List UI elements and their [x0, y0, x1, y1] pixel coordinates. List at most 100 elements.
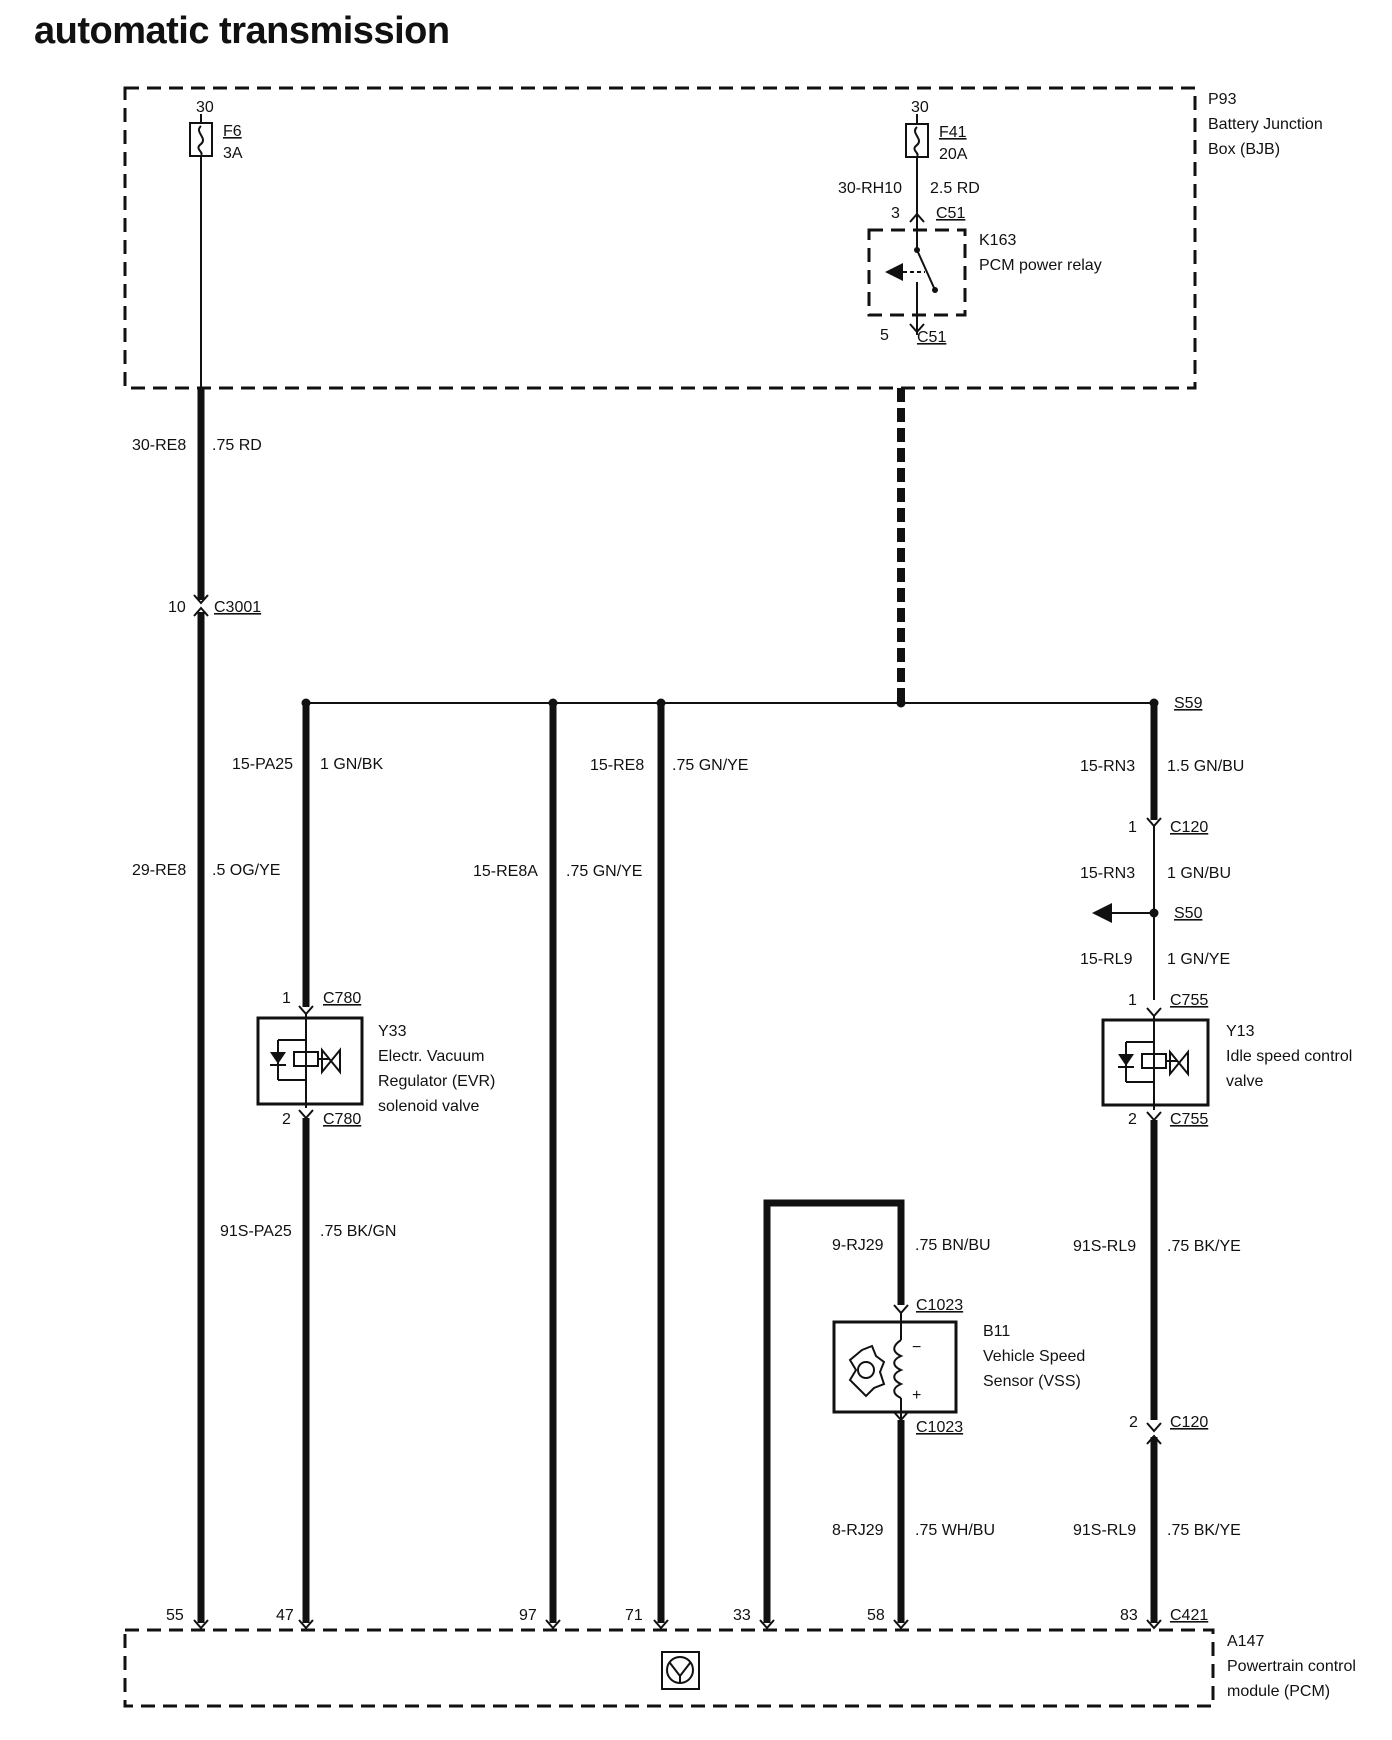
wire-15rn3-a-spec: 1.5 GN/BU — [1167, 758, 1244, 775]
bjb-id: P93 — [1208, 91, 1237, 108]
splice-s59: S59 — [1174, 695, 1203, 712]
pcm-pin: 71 — [625, 1607, 643, 1624]
relay-pin-out: 5 — [880, 327, 889, 344]
bjb-name-line2: Box (BJB) — [1208, 141, 1280, 158]
fuse-f41-rating: 20A — [939, 146, 968, 163]
pcm-pin: 58 — [867, 1607, 885, 1624]
pcm-pin-arrows — [193, 1619, 1162, 1630]
fuse-f41-terminal: 30 — [911, 99, 929, 116]
evr-pin-bottom-arrow-icon — [298, 1109, 314, 1120]
evr-line2: Regulator (EVR) — [378, 1073, 495, 1090]
vss-sensor-icon — [848, 1313, 904, 1420]
wire-91srl9-a-code: 91S-RL9 — [1073, 1238, 1136, 1255]
wire-30re8-code: 30-RE8 — [132, 437, 186, 454]
vss-neg: − — [912, 1339, 921, 1356]
s50-arrow-icon — [1092, 903, 1112, 923]
relay-id: K163 — [979, 232, 1016, 249]
iscv-solenoid-icon — [1118, 1016, 1189, 1110]
evr-pin-top: 1 — [282, 990, 291, 1007]
vss-line2: Sensor (VSS) — [983, 1373, 1081, 1390]
wire-15rn3-a-code: 15-RN3 — [1080, 758, 1135, 775]
wire-15pa25-spec: 1 GN/BK — [320, 756, 383, 773]
evr-box — [256, 1016, 364, 1106]
wire-15rl9-spec: 1 GN/YE — [1167, 951, 1230, 968]
iscv-box — [1101, 1018, 1210, 1107]
evr-line3: solenoid valve — [378, 1098, 480, 1115]
wire-30rh10-code: 30-RH10 — [838, 180, 902, 197]
wire-15re8a-code: 15-RE8A — [473, 863, 538, 880]
wire-9rj29-spec: .75 BN/BU — [915, 1237, 991, 1254]
vss-pin-top-arrow-icon — [893, 1304, 909, 1315]
pcm-pin: 33 — [733, 1607, 751, 1624]
splice-dot — [896, 698, 906, 708]
wire-15re8-code: 15-RE8 — [590, 757, 644, 774]
c3001-pin: 10 — [168, 599, 186, 616]
relay-pin-in: 3 — [891, 205, 900, 222]
wire-8rj29-spec: .75 WH/BU — [915, 1522, 995, 1539]
c120-1-connector: C120 — [1170, 819, 1208, 836]
wire-15rl9-code: 15-RL9 — [1080, 951, 1133, 968]
wire-9rj29 — [763, 1199, 905, 1623]
page-title: automatic transmission — [34, 10, 450, 52]
fuse-f6-id: F6 — [223, 123, 242, 140]
evr-connector-bottom: C780 — [323, 1111, 361, 1128]
fuse-f6-icon — [197, 114, 204, 165]
evr-pin-bottom: 2 — [282, 1111, 291, 1128]
iscv-pin-bottom-arrow-icon — [1146, 1111, 1162, 1122]
pcm-box — [123, 1628, 1215, 1708]
c3001-arrow-icon — [193, 594, 209, 605]
wire-15pa25-code: 15-PA25 — [232, 756, 293, 773]
wire-91srl9-b-code: 91S-RL9 — [1073, 1522, 1136, 1539]
evr-solenoid-icon — [270, 1014, 341, 1108]
c3001-connector: C3001 — [214, 599, 261, 616]
fuse-f6-terminal: 30 — [196, 99, 214, 116]
pcm-module-icon — [661, 1651, 700, 1690]
iscv-line1: Idle speed control — [1226, 1048, 1352, 1065]
splice-s50: S50 — [1174, 905, 1203, 922]
pcm-connector: C421 — [1170, 1607, 1208, 1624]
vss-id: B11 — [983, 1323, 1010, 1340]
evr-connector-top: C780 — [323, 990, 361, 1007]
c120-2-arrow-icon-2 — [1146, 1434, 1162, 1445]
vss-connector-bottom: C1023 — [916, 1419, 963, 1436]
wire-91spa25-code: 91S-PA25 — [220, 1223, 292, 1240]
wire-91srl9-a-spec: .75 BK/YE — [1167, 1238, 1241, 1255]
pcm-id: A147 — [1227, 1633, 1264, 1650]
fuse-f41-id: F41 — [939, 124, 967, 141]
iscv-pin-top: 1 — [1128, 992, 1137, 1009]
c120-1-pin: 1 — [1128, 819, 1137, 836]
vss-connector-top: C1023 — [916, 1297, 963, 1314]
pcm-line2: module (PCM) — [1227, 1683, 1330, 1700]
wire-91srl9-b-spec: .75 BK/YE — [1167, 1522, 1241, 1539]
iscv-pin-top-arrow-icon — [1146, 1007, 1162, 1018]
fuse-f41-icon — [913, 114, 920, 172]
fuse-f6-rating: 3A — [223, 145, 243, 162]
vss-pos: + — [912, 1387, 921, 1404]
iscv-pin-bottom: 2 — [1128, 1111, 1137, 1128]
wire-15re8-spec: .75 GN/YE — [672, 757, 748, 774]
evr-pin-top-arrow-icon — [298, 1005, 314, 1016]
wire-15rn3-b-spec: 1 GN/BU — [1167, 865, 1231, 882]
iscv-line2: valve — [1226, 1073, 1263, 1090]
iscv-connector-top: C755 — [1170, 992, 1208, 1009]
wire-30rh10-spec: 2.5 RD — [930, 180, 980, 197]
wire-30re8-spec: .75 RD — [212, 437, 262, 454]
wire-9rj29-code: 9-RJ29 — [832, 1237, 884, 1254]
relay-pin-in-arrow-icon — [909, 212, 925, 223]
evr-line1: Electr. Vacuum — [378, 1048, 484, 1065]
wire-8rj29-code: 8-RJ29 — [832, 1522, 884, 1539]
c120-2-connector: C120 — [1170, 1414, 1208, 1431]
relay-spacer — [901, 335, 917, 388]
wire-29re8-spec: .5 OG/YE — [212, 862, 280, 879]
bjb-name-line1: Battery Junction — [1208, 116, 1323, 133]
pcm-line1: Powertrain control — [1227, 1658, 1356, 1675]
relay-connector-in: C51 — [936, 205, 965, 222]
relay-connector-out: C51 — [917, 329, 946, 346]
wire-29re8-code: 29-RE8 — [132, 862, 186, 879]
vss-line1: Vehicle Speed — [983, 1348, 1085, 1365]
pcm-pin: 97 — [519, 1607, 537, 1624]
wire-15re8a-spec: .75 GN/YE — [566, 863, 642, 880]
bjb-box — [123, 86, 1197, 390]
evr-id: Y33 — [378, 1023, 407, 1040]
